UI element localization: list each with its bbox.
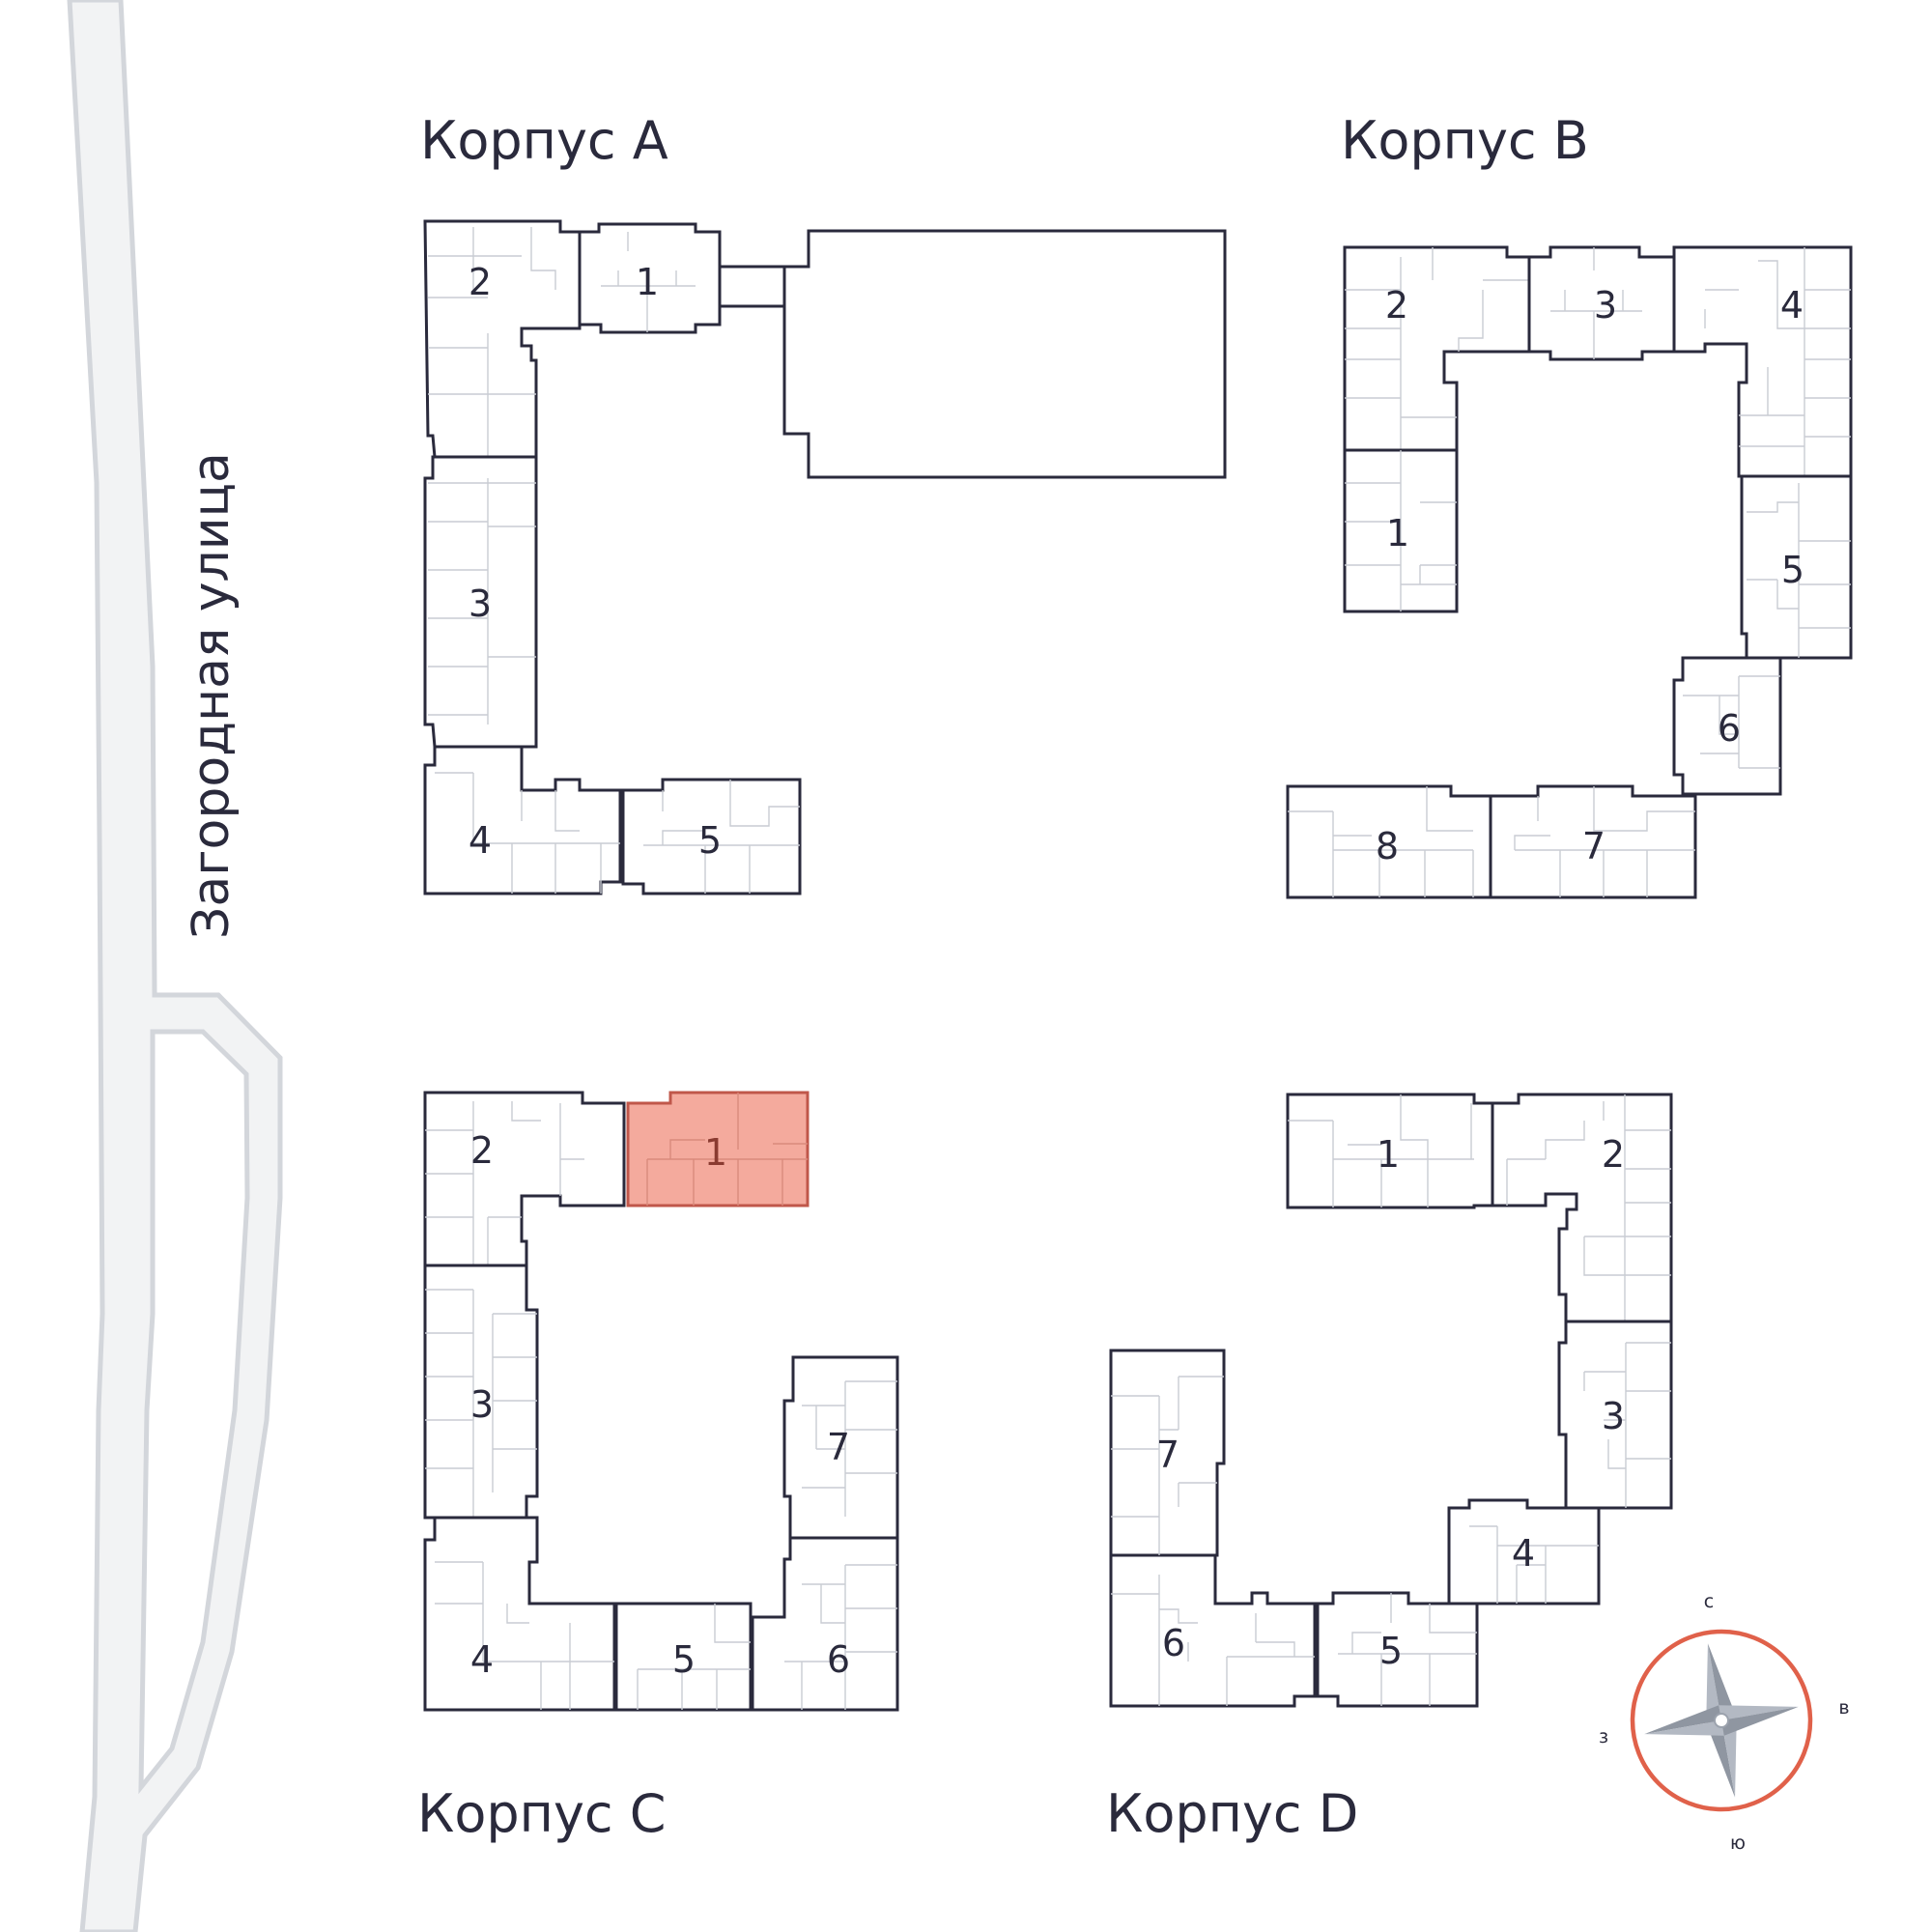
- corpus-d-section-1[interactable]: 1: [1286, 1093, 1494, 1209]
- corpus-c-section-2[interactable]: 2: [423, 1091, 626, 1267]
- corpus-a-connector: [718, 265, 786, 308]
- corpus-c-section-1[interactable]: 1: [626, 1091, 810, 1208]
- corpus-b-section-2[interactable]: 2: [1343, 245, 1531, 452]
- corpus-b-section-6[interactable]: 6: [1672, 656, 1782, 796]
- corpus-c-section-3[interactable]: 3: [423, 1264, 539, 1520]
- corpus-b: 2 1 3 4 5 6 7: [1286, 245, 1853, 899]
- corpus-b-section-7[interactable]: 7: [1489, 784, 1697, 899]
- street-label: Загородная улица: [183, 452, 241, 939]
- corpus-c-title: Корпус C: [417, 1783, 666, 1844]
- corpus-a-section-5[interactable]: 5: [621, 778, 802, 895]
- corpus-b-section-1[interactable]: 1: [1343, 448, 1459, 613]
- compass-rose: с в ю з: [1599, 1591, 1850, 1854]
- corpus-b-section-3[interactable]: 3: [1527, 245, 1676, 361]
- corpus-b-section-5[interactable]: 5: [1739, 474, 1853, 660]
- compass-west-label: з: [1599, 1726, 1608, 1747]
- corpus-d-section-4[interactable]: 4: [1447, 1498, 1601, 1605]
- corpus-a: 2 1 3 4 5: [423, 219, 1227, 895]
- corpus-a-section-2[interactable]: 2: [423, 219, 582, 459]
- corpus-c-section-7[interactable]: 7: [782, 1355, 899, 1540]
- corpus-d-section-6[interactable]: 6: [1109, 1553, 1317, 1708]
- corpus-c-section-6[interactable]: 6: [751, 1536, 899, 1712]
- road: [67, 0, 283, 1932]
- corpus-a-section-4[interactable]: 4: [423, 745, 622, 895]
- corpus-d-title: Корпус D: [1106, 1783, 1358, 1844]
- corpus-c-section-4[interactable]: 4: [423, 1516, 616, 1712]
- corpus-d-section-3[interactable]: 3: [1557, 1320, 1673, 1510]
- corpus-d-section-5[interactable]: 5: [1316, 1591, 1479, 1708]
- compass-north-label: с: [1704, 1591, 1714, 1612]
- corpus-a-annex[interactable]: [782, 229, 1227, 479]
- corpus-d-section-2[interactable]: 2: [1491, 1093, 1673, 1323]
- corpus-b-section-4[interactable]: 4: [1672, 245, 1853, 478]
- corpus-d-section-7[interactable]: 7: [1109, 1349, 1226, 1557]
- corpus-a-section-1[interactable]: 1: [578, 222, 722, 334]
- compass-south-label: ю: [1730, 1833, 1746, 1854]
- compass-east-label: в: [1838, 1697, 1849, 1719]
- corpus-b-section-8[interactable]: 8: [1286, 784, 1492, 899]
- corpus-a-title: Корпус A: [420, 110, 668, 171]
- compass-star-icon: [1644, 1643, 1799, 1798]
- corpus-c: 2 1 3 4 5 6 7: [423, 1091, 899, 1712]
- corpus-b-title: Корпус B: [1341, 110, 1589, 171]
- corpus-d: 1 2 3 4 5 6 7: [1109, 1093, 1673, 1708]
- corpus-c-section-5[interactable]: 5: [614, 1602, 753, 1712]
- corpus-a-section-3[interactable]: 3: [423, 455, 538, 749]
